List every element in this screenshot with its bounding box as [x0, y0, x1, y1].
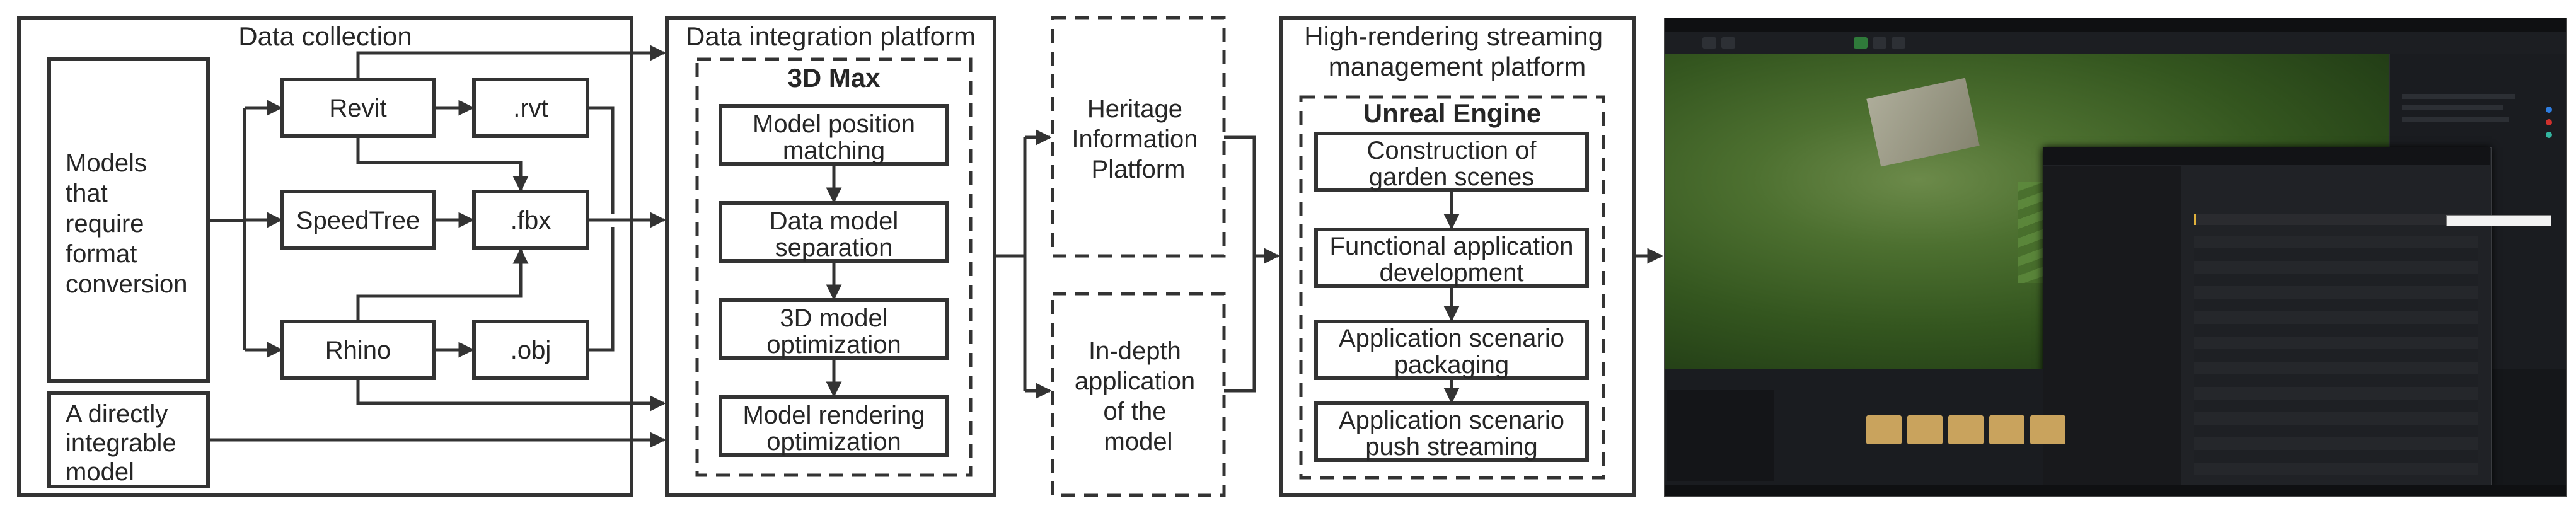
unreal-subpanel-title: Unreal Engine [1363, 98, 1541, 128]
obj-label: .obj [511, 337, 552, 364]
rhino-branch-up [356, 294, 434, 321]
ui-color-swatch [2546, 132, 2552, 138]
outputs-merge-connector [1224, 135, 1256, 393]
application-box [1051, 292, 1226, 497]
rhino-label: Rhino [325, 337, 391, 364]
ui-menu-bar [1665, 18, 2566, 32]
direct-model-label: A directly integrable model [66, 400, 183, 486]
ui-toolbar [1665, 32, 2566, 54]
rhino-to-fbx-arrow [434, 248, 529, 298]
ui-content-tree[interactable] [1667, 390, 1774, 481]
integration-to-outputs-connector [995, 137, 1027, 391]
unreal-step-4 [1314, 401, 1589, 462]
models-conversion-box [47, 57, 210, 383]
max-subpanel [695, 57, 973, 477]
ui-outliner-row [2402, 105, 2503, 110]
ui-tooltip [2446, 215, 2551, 226]
ui-settings-warning-bar [2194, 214, 2480, 225]
unreal-step-2 [1314, 228, 1589, 288]
rhino-bottom-to-integration-arrow [356, 378, 666, 412]
application-label: In-depth application of the model [1075, 337, 1202, 456]
ui-color-swatch [2546, 119, 2552, 125]
ui-folder-icon[interactable] [1866, 415, 1902, 444]
streaming-title: High-rendering streaming management plat… [1304, 21, 1610, 81]
unreal-step-3 [1314, 320, 1589, 380]
data-collection-title: Data collection [238, 21, 412, 51]
ui-folder-icon[interactable] [1907, 415, 1943, 444]
max-step-1 [719, 104, 949, 166]
speedtree-label: SpeedTree [296, 207, 420, 234]
obj-side-line [587, 227, 615, 352]
revit-to-fbx-arrow [356, 136, 529, 192]
unreal-engine-screenshot [1664, 18, 2567, 497]
ui-color-swatch [2546, 107, 2552, 113]
ui-toolbar-button[interactable] [1702, 37, 1716, 49]
ui-toolbar-button[interactable] [1873, 37, 1886, 49]
ui-settings-sidebar[interactable] [2043, 166, 2181, 485]
obj-box [472, 320, 589, 380]
models-conversion-label: Models that require format conversion [66, 149, 187, 298]
ui-folder-icon[interactable] [1948, 415, 1984, 444]
integration-title: Data integration platform [686, 21, 976, 51]
max-subpanel-title: 3D Max [787, 63, 881, 93]
ui-outliner-row [2402, 117, 2509, 122]
ui-toolbar-button[interactable] [1721, 37, 1735, 49]
revit-top-to-integration-arrow [356, 45, 666, 79]
ui-settings-row-block [2194, 236, 2478, 475]
revit-label: Revit [329, 95, 386, 122]
rvt-side-line [587, 106, 615, 214]
fbx-label: .fbx [511, 207, 551, 234]
ui-outliner-row [2402, 94, 2515, 99]
ui-toolbar-button[interactable] [1892, 37, 1905, 49]
rvt-label: .rvt [513, 95, 548, 122]
heritage-platform-label: Heritage Information Platform [1071, 95, 1204, 183]
ui-status-bar [1665, 485, 2566, 496]
ui-folder-icon[interactable] [1989, 415, 2024, 444]
ui-folder-icon[interactable] [2030, 415, 2065, 444]
ui-play-button[interactable] [1854, 37, 1868, 49]
ui-settings-header-bar [2043, 147, 2490, 165]
